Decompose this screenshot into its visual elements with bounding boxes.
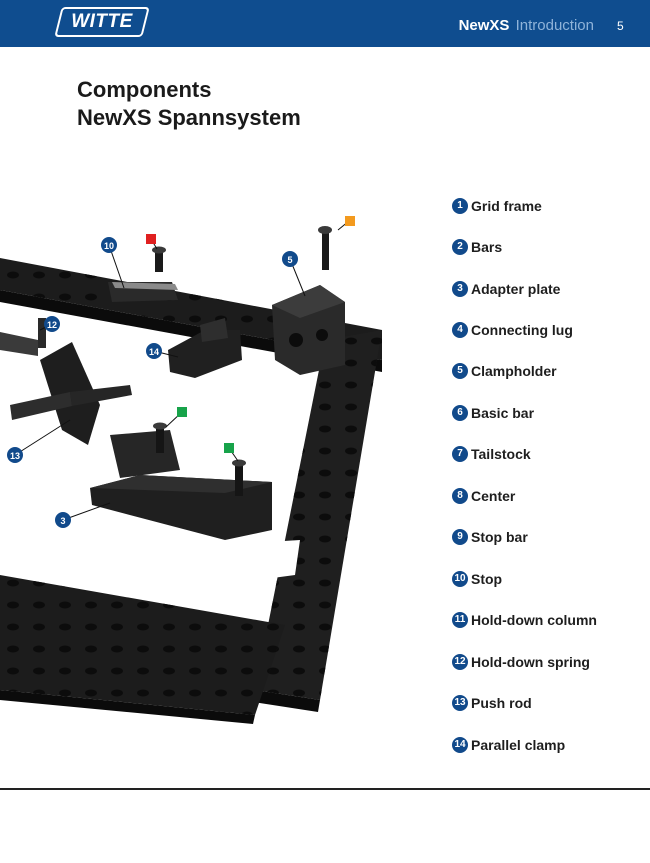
legend-number-badge: 14: [452, 737, 468, 753]
legend-label: Stop: [471, 571, 503, 587]
callout-14-label: 14: [149, 347, 159, 357]
callout-13-label: 13: [10, 451, 20, 461]
legend-label: Bars: [471, 239, 503, 255]
product-name: NewXS: [458, 17, 510, 34]
hold-down-spring-component: [0, 318, 46, 356]
adapter-plate-component: [90, 422, 272, 540]
witte-logo: WITTE: [54, 7, 150, 37]
legend-number-badge: 5: [452, 363, 468, 379]
legend-label: Parallel clamp: [471, 737, 566, 753]
push-rod-component: [10, 342, 132, 445]
legend-label: Grid frame: [471, 198, 542, 214]
grid-frame: [0, 258, 382, 724]
legend-label: Basic bar: [471, 405, 535, 421]
legend-number-badge: 6: [452, 405, 468, 421]
legend-number-badge: 11: [452, 612, 468, 628]
legend-number-badge: 9: [452, 529, 468, 545]
callout-5-label: 5: [287, 255, 292, 265]
stop-component: [108, 246, 178, 302]
red-marker: [146, 234, 156, 244]
legend-number-badge: 12: [452, 654, 468, 670]
bottom-rule: [0, 788, 650, 790]
legend-label: Hold-down column: [471, 612, 597, 628]
components-illustration: 10 5 12 14 13 3: [0, 216, 382, 724]
section-name: Introduction: [515, 17, 594, 34]
title-line-1: Components: [77, 77, 212, 102]
callout-10: 10: [101, 237, 117, 253]
green-marker-2: [224, 443, 234, 453]
clampholder-component: [272, 226, 345, 375]
page-number: 5: [617, 19, 624, 33]
callout-13: 13: [7, 447, 23, 463]
legend-label: Stop bar: [471, 529, 528, 545]
title-line-2: NewXS Spannsystem: [77, 105, 301, 130]
legend-number-badge: 1: [452, 198, 468, 214]
legend-number-badge: 4: [452, 322, 468, 338]
legend-label: Center: [471, 488, 516, 504]
green-marker-1: [177, 407, 187, 417]
callout-14: 14: [146, 343, 162, 359]
legend-number-badge: 2: [452, 239, 468, 255]
legend-label: Clampholder: [471, 363, 557, 379]
page-title: Components NewXS Spannsystem: [77, 76, 301, 132]
header-section-title: NewXS Introduction: [459, 17, 594, 34]
legend-label: Adapter plate: [471, 281, 561, 297]
legend-number-badge: 3: [452, 281, 468, 297]
legend-label: Hold-down spring: [471, 654, 590, 670]
callout-5: 5: [282, 251, 298, 267]
legend-number-badge: 7: [452, 446, 468, 462]
legend-label: Connecting lug: [471, 322, 573, 338]
callout-10-label: 10: [104, 241, 114, 251]
callout-12-label: 12: [47, 320, 57, 330]
callout-3: 3: [55, 512, 71, 528]
header-bar: WITTE NewXS Introduction 5: [0, 0, 650, 47]
legend-label: Tailstock: [471, 446, 531, 462]
legend-number-badge: 8: [452, 488, 468, 504]
legend-number-badge: 13: [452, 695, 468, 711]
legend-number-badge: 10: [452, 571, 468, 587]
orange-marker: [345, 216, 355, 226]
callout-12: 12: [44, 316, 60, 332]
logo-text: WITTE: [71, 11, 133, 32]
callout-3-label: 3: [60, 516, 65, 526]
parallel-clamp-component: [168, 318, 242, 378]
legend-label: Push rod: [471, 695, 532, 711]
